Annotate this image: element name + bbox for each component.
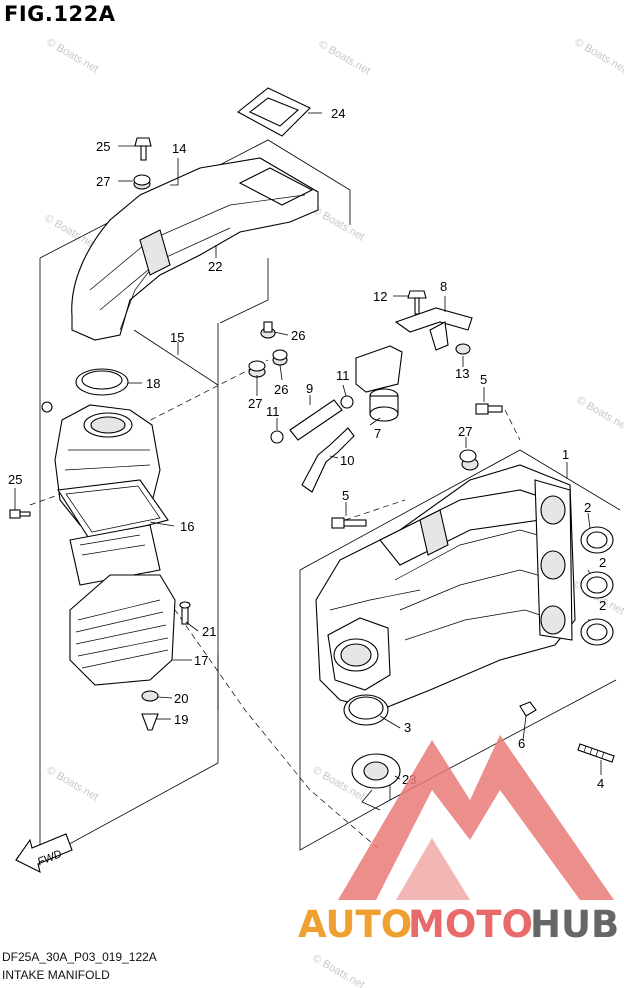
assembly-frames bbox=[29, 139, 621, 861]
silencer-lower-17 bbox=[69, 574, 176, 686]
callout-26: 26 bbox=[291, 328, 305, 343]
grommet-27-mid bbox=[248, 360, 266, 378]
callout-27: 27 bbox=[248, 396, 262, 411]
bolt-12 bbox=[407, 290, 427, 315]
stud-4 bbox=[577, 743, 615, 763]
callout-25: 25 bbox=[8, 472, 22, 487]
filter-box bbox=[69, 524, 161, 586]
bracket-8 bbox=[394, 307, 473, 351]
callout-16: 16 bbox=[180, 519, 194, 534]
screw-21 bbox=[179, 601, 191, 625]
callout-5: 5 bbox=[480, 372, 487, 387]
callout-26: 26 bbox=[274, 382, 288, 397]
drawing-caption: INTAKE MANIFOLD bbox=[2, 968, 110, 982]
callout-13: 13 bbox=[455, 366, 469, 381]
callout-20: 20 bbox=[174, 691, 188, 706]
hose-10 bbox=[301, 427, 355, 493]
callout-2: 2 bbox=[599, 555, 606, 570]
seal-3 bbox=[343, 694, 389, 726]
seal-ring-18 bbox=[75, 368, 129, 396]
seal-23 bbox=[351, 753, 401, 789]
callout-27: 27 bbox=[96, 174, 110, 189]
callout-24: 24 bbox=[331, 106, 345, 121]
bolt-25-side bbox=[9, 509, 31, 519]
callout-17: 17 bbox=[194, 653, 208, 668]
dashed-guide bbox=[504, 409, 521, 441]
callout-10: 10 bbox=[340, 453, 354, 468]
callout-11: 11 bbox=[266, 404, 280, 419]
valve-7 bbox=[355, 345, 403, 422]
callout-9: 9 bbox=[306, 381, 313, 396]
grommet-26-upper bbox=[260, 321, 276, 339]
logo-hub: HUB bbox=[530, 903, 619, 946]
watermark: © Boats.net bbox=[317, 38, 373, 77]
silencer-cover-14 bbox=[71, 157, 319, 341]
callout-22: 22 bbox=[208, 259, 222, 274]
callout-11: 11 bbox=[336, 368, 350, 383]
watermark: © Boats.net bbox=[575, 394, 624, 433]
figure-title: FIG.122A bbox=[4, 2, 116, 26]
dashed-guide bbox=[344, 499, 406, 521]
callout-15: 15 bbox=[170, 330, 184, 345]
callout-14: 14 bbox=[172, 141, 186, 156]
gasket-24 bbox=[237, 87, 311, 137]
grommet-26-lower bbox=[272, 349, 288, 366]
hose-9 bbox=[289, 399, 343, 441]
bolt-5-lower bbox=[331, 517, 367, 529]
logo-moto: MOTO bbox=[408, 903, 533, 946]
callout-21: 21 bbox=[202, 624, 216, 639]
dashed-guide bbox=[139, 559, 381, 851]
callout-3: 3 bbox=[404, 720, 411, 735]
callout-2: 2 bbox=[584, 500, 591, 515]
watermark: © Boats.net bbox=[311, 952, 367, 988]
grommet-27-manifold bbox=[459, 449, 479, 471]
callout-19: 19 bbox=[174, 712, 188, 727]
nut-13 bbox=[455, 343, 471, 355]
callout-1: 1 bbox=[562, 447, 569, 462]
callout-8: 8 bbox=[440, 279, 447, 294]
callout-5: 5 bbox=[342, 488, 349, 503]
bolt-25-top bbox=[134, 137, 152, 161]
frame-line bbox=[299, 449, 621, 571]
watermark: © Boats.net bbox=[45, 764, 101, 803]
watermark: © Boats.net bbox=[573, 36, 624, 75]
callout-2: 2 bbox=[599, 598, 606, 613]
frame-line bbox=[133, 329, 219, 386]
callout-7: 7 bbox=[374, 426, 381, 441]
frame-line bbox=[219, 258, 269, 324]
bolt-5-upper bbox=[475, 403, 503, 415]
drawing-code: DF25A_30A_P03_019_122A bbox=[2, 950, 157, 964]
callout-27: 27 bbox=[458, 424, 472, 439]
clip-11-lower bbox=[270, 430, 284, 444]
callout-12: 12 bbox=[373, 289, 387, 304]
logo-auto: AUTO bbox=[298, 903, 412, 946]
automotohub-logo: AUTO MOTO HUB bbox=[298, 735, 619, 946]
leader-lines bbox=[14, 112, 602, 811]
nut-6 bbox=[519, 701, 537, 717]
gasket-16 bbox=[57, 479, 169, 541]
drain-19 bbox=[141, 713, 159, 731]
callout-18: 18 bbox=[146, 376, 160, 391]
callout-numbers: 24 25 14 27 22 26 15 18 26 27 12 8 11 9 … bbox=[8, 106, 606, 791]
grommet-27-top bbox=[133, 174, 151, 190]
watermark: © Boats.net bbox=[311, 204, 367, 243]
callout-25: 25 bbox=[96, 139, 110, 154]
plug-20 bbox=[141, 690, 159, 702]
clip-11-upper bbox=[340, 395, 354, 409]
intake-manifold-1 bbox=[315, 464, 576, 711]
manifold-gasket-2 bbox=[580, 526, 614, 646]
fwd-arrow-icon: FWD bbox=[15, 833, 73, 874]
callout-6: 6 bbox=[518, 736, 525, 751]
callout-4: 4 bbox=[597, 776, 604, 791]
watermark: © Boats.net bbox=[45, 36, 101, 75]
